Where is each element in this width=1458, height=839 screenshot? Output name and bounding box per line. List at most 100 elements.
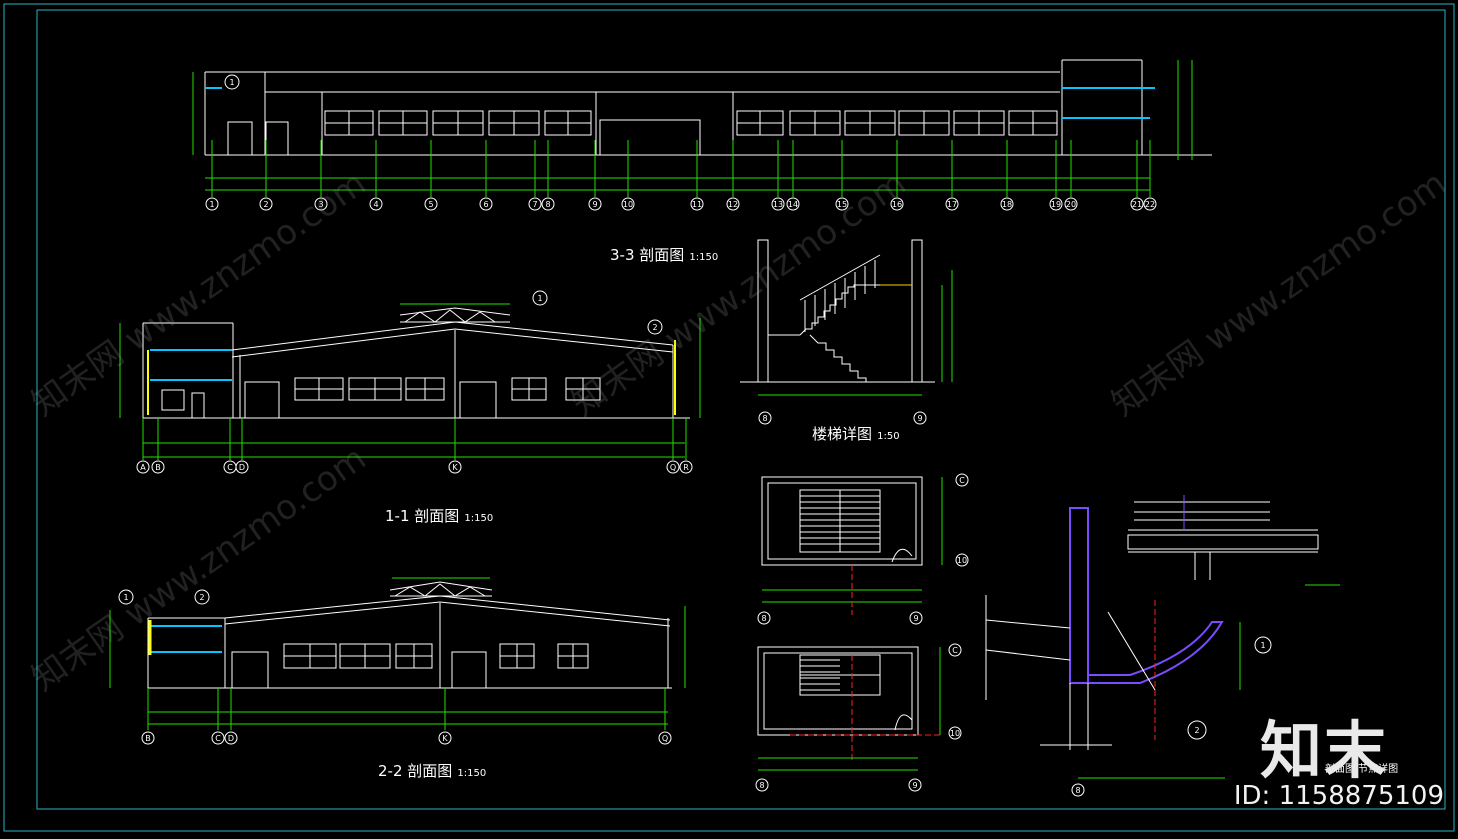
axis-bubble-stair-9-label: 9 [917, 414, 922, 423]
axis-bubble-22-C-label: C [215, 734, 221, 743]
axis-bubble-stair-C-label: C [959, 476, 965, 485]
axis-bubble-33-6-circle [479, 197, 493, 211]
detail-marker-1-label: 1 [1260, 641, 1265, 650]
axis-bubble-33-4-label: 4 [373, 200, 378, 209]
section-2-2-drawing [147, 581, 672, 689]
detail-marker-1-11-circle [532, 290, 548, 306]
axis-bubble-22-C-circle [211, 731, 225, 745]
axis-bubble-11-C-label: C [227, 463, 233, 472]
axis-bubble-33-16-label: 16 [892, 200, 902, 209]
detail-marker-2-11-label: 2 [652, 323, 657, 332]
axis-bubble-22-B-label: B [145, 734, 151, 743]
axis-bubble-11-B-circle [151, 460, 165, 474]
section-1-1-title: 1-1 剖面图 [385, 507, 460, 525]
detail-marker-2-11-circle [647, 319, 663, 335]
axis-bubble-33-12-circle [726, 197, 740, 211]
axis-bubble-33-15-circle [835, 197, 849, 211]
section-3-3-title-group: 3-3 剖面图 1:150 [610, 244, 718, 265]
axis-bubble-11-Q-circle [666, 460, 680, 474]
stair-section-dimensions [758, 270, 953, 396]
section-3-3-drawing [204, 59, 1212, 156]
axis-bubble-11-K-label: K [452, 463, 458, 472]
axis-bubble-33-21-circle [1130, 197, 1144, 211]
axis-bubble-stair-C-label: C [952, 646, 958, 655]
axis-bubble-stair-10-label: 10 [957, 556, 967, 565]
section-1-1-drawing [142, 307, 690, 419]
axis-bubble-33-18-label: 18 [1002, 200, 1012, 209]
axis-bubble-33-4-circle [369, 197, 383, 211]
axis-bubble-33-20-circle [1064, 197, 1078, 211]
axis-bubble-11-B-label: B [155, 463, 161, 472]
axis-bubble-33-1-label: 1 [209, 200, 214, 209]
axis-bubble-stair-9-label: 9 [912, 781, 917, 790]
axis-bubble-33-19-circle [1049, 197, 1063, 211]
detail-marker-2-label: 2 [1194, 726, 1199, 735]
axis-bubble-33-18-circle [1000, 197, 1014, 211]
detail-marker-1-22-circle [118, 589, 134, 605]
axis-bubble-33-9-circle [588, 197, 602, 211]
axis-bubble-stair-9-label: 9 [913, 614, 918, 623]
axis-bubble-33-5-circle [424, 197, 438, 211]
axis-bubble-33-20-label: 20 [1066, 200, 1076, 209]
axis-bubble-33-22-circle [1143, 197, 1157, 211]
section-2-2-dimensions [109, 577, 686, 725]
axis-bubble-33-2-circle [259, 197, 273, 211]
detail-marker-2-22-circle [194, 589, 210, 605]
axis-bubble-33-15-label: 15 [837, 200, 847, 209]
axis-bubble-11-Q-label: Q [670, 463, 676, 472]
axis-bubble-33-9-label: 9 [592, 200, 597, 209]
axis-bubble-stair-10-label: 10 [950, 729, 960, 738]
axis-bubble-33-13-circle [771, 197, 785, 211]
axis-bubble-33-7-label: 7 [532, 200, 537, 209]
stair-plan-upper [761, 476, 923, 566]
axis-bubble-22-K-circle [438, 731, 452, 745]
axis-bubble-stair-9-circle [908, 778, 922, 792]
section-1-1-dimensions [119, 303, 701, 458]
axis-bubble-33-11-label: 11 [692, 200, 702, 209]
axis-bubble-stair-8-circle [1071, 783, 1085, 797]
wall-detail-drawing [985, 495, 1319, 750]
axis-bubble-11-A-circle [136, 460, 150, 474]
axis-bubble-11-R-label: R [683, 463, 689, 472]
detail-marker-1-circle [1254, 636, 1272, 654]
section-1-1-scale: 1:150 [464, 513, 494, 524]
detail-marker-1-33-circle [224, 74, 240, 90]
axis-bubble-33-3-label: 3 [318, 200, 323, 209]
axis-bubble-stair-10-circle [948, 726, 962, 740]
wall-detail-dimensions [1078, 584, 1340, 779]
axis-bubble-stair-8-label: 8 [761, 614, 766, 623]
inner-frame [36, 9, 1446, 810]
axis-bubble-33-13-label: 13 [773, 200, 783, 209]
detail-marker-1-33-label: 1 [229, 78, 234, 87]
stair-detail-title: 楼梯详图 [812, 425, 873, 443]
axis-bubble-stair-10-circle [955, 553, 969, 567]
axis-bubble-22-K-label: K [442, 734, 448, 743]
section-3-3-scale: 1:150 [689, 252, 719, 263]
detail-marker-1-11-label: 1 [537, 294, 542, 303]
axis-bubble-11-R-circle [679, 460, 693, 474]
axis-bubble-33-12-label: 12 [728, 200, 738, 209]
axis-bubble-stair-9-circle [909, 611, 923, 625]
section-3-3-windows [324, 110, 1058, 136]
axis-bubble-33-21-label: 21 [1132, 200, 1142, 209]
axis-bubble-33-14-circle [786, 197, 800, 211]
brand-watermark: 知末 [1259, 714, 1388, 787]
axis-bubble-stair-8-label: 8 [759, 781, 764, 790]
axis-bubble-22-D-circle [224, 731, 238, 745]
axis-bubble-33-17-circle [945, 197, 959, 211]
axis-bubble-33-8-label: 8 [545, 200, 550, 209]
axis-bubble-33-3-circle [314, 197, 328, 211]
axis-bubble-22-Q-circle [658, 731, 672, 745]
axis-bubble-11-D-label: D [239, 463, 245, 472]
axis-bubble-33-14-label: 14 [788, 200, 798, 209]
axis-bubble-33-1-circle [205, 197, 219, 211]
stair-plan-lower [757, 646, 940, 760]
axis-bubble-stair-8-label: 8 [762, 414, 767, 423]
section-3-3-dimensions [192, 60, 1193, 191]
